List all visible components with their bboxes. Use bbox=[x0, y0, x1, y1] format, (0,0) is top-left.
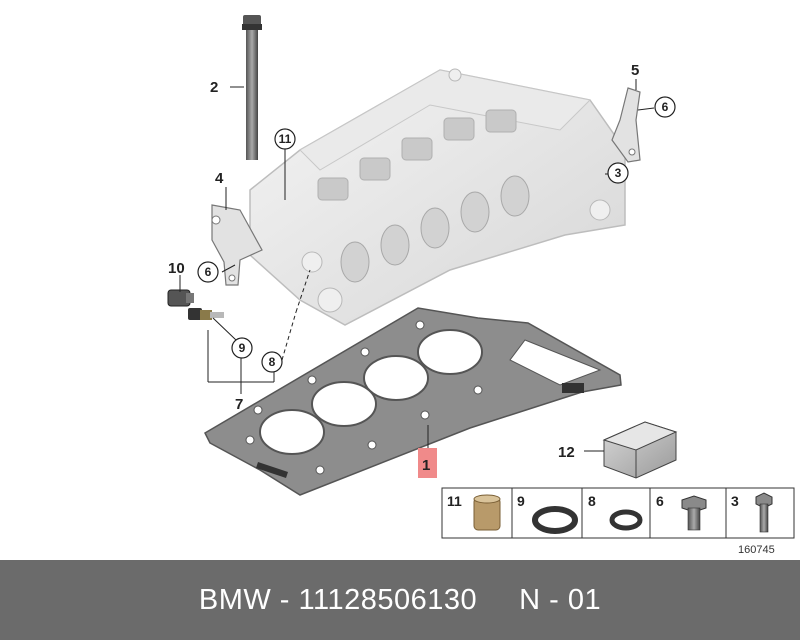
callout-7: 7 bbox=[235, 396, 243, 413]
legend-label-9: 9 bbox=[517, 493, 525, 509]
parts-legend: 11 9 8 6 3 bbox=[441, 487, 795, 539]
callout-1: 1 bbox=[422, 457, 430, 474]
page-indicator: N - 01 bbox=[519, 583, 602, 616]
callout-6a: 6 bbox=[662, 100, 669, 114]
callout-9: 9 bbox=[239, 341, 246, 355]
part-number-text: BMW - 11128506130 bbox=[198, 583, 478, 616]
o-ring-small-icon bbox=[609, 509, 643, 531]
highlight-box bbox=[418, 448, 437, 478]
legend-label-3: 3 bbox=[731, 493, 739, 509]
callout-4: 4 bbox=[215, 170, 224, 187]
parts-diagram: 2 4 5 10 7 12 1 11 6 3 6 9 8 11 bbox=[167, 15, 795, 556]
hex-bolt-icon bbox=[681, 495, 707, 531]
callout-6b: 6 bbox=[205, 265, 212, 279]
callout-8-circle: 8 bbox=[261, 351, 283, 373]
callout-12: 12 bbox=[558, 444, 575, 461]
diagram-ref-code: 160745 bbox=[738, 544, 775, 556]
part-number-footer: BMW - 11128506130 N - 01 bbox=[0, 560, 800, 640]
callout-3: 3 bbox=[615, 166, 622, 180]
callout-2: 2 bbox=[210, 79, 218, 96]
callout-9-circle: 9 bbox=[231, 337, 253, 359]
parts-box bbox=[602, 421, 678, 479]
callout-6b-circle: 6 bbox=[197, 261, 219, 283]
dowel-sleeve-icon bbox=[473, 494, 501, 531]
callout-5: 5 bbox=[631, 62, 639, 79]
cylinder-head bbox=[211, 68, 641, 326]
callout-10: 10 bbox=[168, 260, 185, 277]
callout-11-circle: 11 bbox=[274, 128, 296, 150]
head-bolt bbox=[242, 15, 262, 160]
callout-3-circle: 3 bbox=[607, 162, 629, 184]
head-gasket bbox=[204, 307, 622, 496]
temperature-sender bbox=[188, 308, 224, 320]
sensor-part bbox=[167, 289, 194, 307]
o-ring-large-icon bbox=[532, 506, 578, 534]
legend-label-8: 8 bbox=[588, 493, 596, 509]
legend-label-6: 6 bbox=[656, 493, 664, 509]
long-bolt-icon bbox=[755, 492, 773, 533]
callout-11: 11 bbox=[279, 132, 292, 146]
callout-6a-circle: 6 bbox=[654, 96, 676, 118]
legend-label-11: 11 bbox=[447, 493, 462, 509]
callout-8: 8 bbox=[269, 355, 276, 369]
